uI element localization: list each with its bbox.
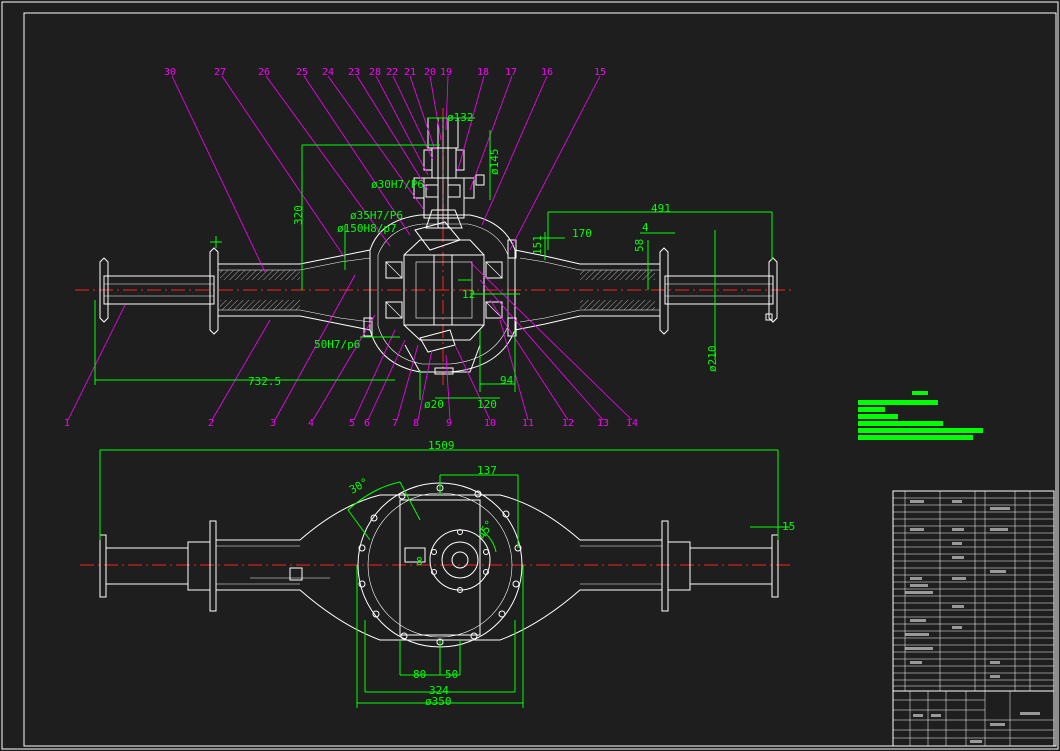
dim-d15: 15 xyxy=(782,520,795,533)
left-housing-tube xyxy=(217,249,371,331)
dim-w50: 50 xyxy=(445,668,458,681)
differential-housing xyxy=(363,214,517,375)
part-label-6: 6 xyxy=(364,418,370,429)
right-axle-shaft xyxy=(659,247,778,335)
parts-list-table xyxy=(892,490,1055,692)
part-label-11: 11 xyxy=(522,418,534,429)
part-label-13: 13 xyxy=(597,418,609,429)
part-label-22: 22 xyxy=(386,67,398,78)
part-labels-top: 30 27 26 25 24 23 28 22 21 20 19 18 17 1… xyxy=(164,67,606,78)
part-label-15: 15 xyxy=(594,67,606,78)
part-label-5: 5 xyxy=(349,418,355,429)
part-label-7: 7 xyxy=(392,418,398,429)
part-label-10: 10 xyxy=(484,418,496,429)
part-label-16: 16 xyxy=(541,67,553,78)
part-label-8: 8 xyxy=(413,418,419,429)
dim-w1509: 1509 xyxy=(428,439,455,452)
cover-bolts xyxy=(358,484,522,646)
part-label-26: 26 xyxy=(258,67,270,78)
part-label-20: 20 xyxy=(424,67,436,78)
part-label-24: 24 xyxy=(322,67,334,78)
dim-w491: 491 xyxy=(651,202,671,215)
dim-w324: 324 xyxy=(429,684,449,697)
dim-w80: 80 xyxy=(413,668,426,681)
part-label-14: 14 xyxy=(626,418,638,429)
right-housing-tube xyxy=(514,249,661,331)
part-label-21: 21 xyxy=(404,67,416,78)
part-label-27: 27 xyxy=(214,67,226,78)
part-label-30: 30 xyxy=(164,67,176,78)
front-dimension-texts: ø132 ø145 ø30H7/P6 ø35H7/P6 ø150H8/p7 50… xyxy=(248,111,719,411)
dim-d210: ø210 xyxy=(706,346,719,373)
title-block-cell-marks xyxy=(913,712,1040,743)
dim-d12: 12 xyxy=(462,288,475,301)
part-label-1: 1 xyxy=(64,418,70,429)
dim-w732-5: 732.5 xyxy=(248,375,281,388)
part-label-9: 9 xyxy=(446,418,452,429)
dim-d132: ø132 xyxy=(447,111,474,124)
title-block xyxy=(892,690,1055,747)
dim-w94: 94 xyxy=(500,374,514,387)
part-label-19: 19 xyxy=(440,67,452,78)
dim-d8: 8 xyxy=(416,555,423,568)
technical-requirements-block xyxy=(858,391,983,440)
input-pinion-assembly xyxy=(413,117,485,229)
dim-d350: ø350 xyxy=(425,695,452,708)
dim-d50-fit: 50H7/p6 xyxy=(314,338,360,351)
part-label-18: 18 xyxy=(477,67,489,78)
top-plan-view: 1509 137 30° 45° 15 8 80 50 324 ø350 xyxy=(80,439,795,708)
part-label-23: 23 xyxy=(348,67,360,78)
part-label-4: 4 xyxy=(308,418,314,429)
part-label-12: 12 xyxy=(562,418,574,429)
front-section-view: 30 27 26 25 24 23 28 22 21 20 19 18 17 1… xyxy=(64,67,795,429)
dim-d30-fit: ø30H7/P6 xyxy=(371,178,424,191)
part-labels-bottom: 1 2 3 4 5 6 7 8 9 10 11 12 13 14 xyxy=(64,418,638,429)
part-label-3: 3 xyxy=(270,418,276,429)
part-label-2: 2 xyxy=(208,418,214,429)
sheet-inner-border xyxy=(23,12,1057,747)
dim-w170: 170 xyxy=(572,227,592,240)
dim-d151: 151 xyxy=(531,235,544,255)
part-label-17: 17 xyxy=(505,67,517,78)
part-label-28: 28 xyxy=(369,67,381,78)
dim-a45: 45° xyxy=(475,518,496,542)
left-axle-shaft xyxy=(99,247,219,335)
part-leader-lines xyxy=(67,75,633,421)
dim-d35-fit: ø35H7/P6 xyxy=(350,209,403,222)
dim-d20: ø20 xyxy=(424,398,444,411)
dim-w137: 137 xyxy=(477,464,497,477)
dim-d150-fit: ø150H8/p7 xyxy=(337,222,397,235)
dim-d58: 58 xyxy=(633,239,646,252)
dim-a30: 30° xyxy=(347,475,371,496)
dim-d4: 4 xyxy=(642,221,649,234)
dim-w120: 120 xyxy=(477,398,497,411)
front-dimension-lines xyxy=(94,117,773,400)
parts-list-cell-marks xyxy=(905,500,1010,678)
dim-d145: ø145 xyxy=(488,149,501,176)
dim-h320: 320 xyxy=(292,205,305,225)
part-label-25: 25 xyxy=(296,67,308,78)
